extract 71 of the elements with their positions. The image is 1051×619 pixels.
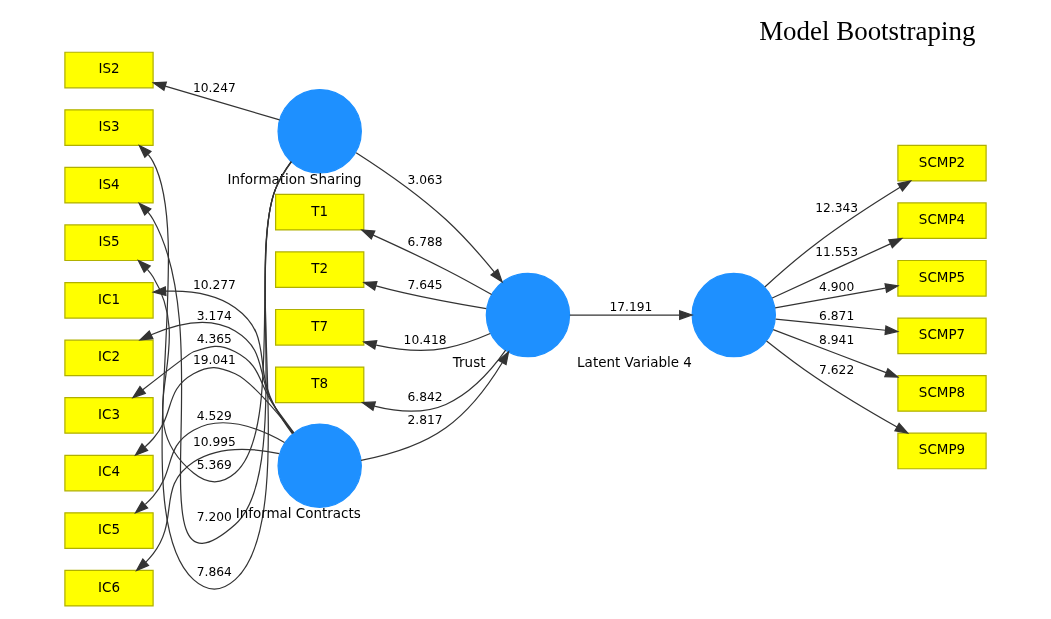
edge-label: 8.941 bbox=[819, 333, 855, 348]
edge-label: 4.529 bbox=[196, 409, 232, 424]
edge-label: 7.622 bbox=[819, 362, 855, 377]
arrow bbox=[360, 349, 507, 412]
edge-label: 10.277 bbox=[192, 278, 236, 293]
node-box: SCMP5 bbox=[897, 259, 987, 297]
node-box: SCMP8 bbox=[897, 375, 987, 412]
edge-label: 6.871 bbox=[819, 308, 855, 323]
edge-label: 7.645 bbox=[407, 278, 443, 293]
arrow bbox=[765, 340, 910, 434]
node-box: IS4 bbox=[64, 166, 154, 204]
node-box: T1 bbox=[275, 193, 365, 231]
arrow bbox=[360, 229, 493, 296]
arrow bbox=[138, 321, 294, 435]
arrow bbox=[775, 318, 900, 336]
edge-label: 4.365 bbox=[196, 332, 232, 347]
arrow bbox=[151, 81, 281, 121]
node-box: IC4 bbox=[64, 454, 154, 492]
arrow bbox=[362, 332, 491, 351]
edge-label: 10.247 bbox=[192, 81, 236, 96]
edge-label: 10.995 bbox=[192, 435, 236, 450]
node-circle bbox=[277, 89, 362, 174]
diagram-title: Model Bootstraping bbox=[759, 15, 976, 46]
node-circle bbox=[691, 272, 776, 358]
node-box: IS3 bbox=[64, 109, 154, 146]
edge-label: 17.191 bbox=[609, 300, 653, 315]
node-box: T2 bbox=[275, 251, 365, 289]
arrow bbox=[151, 286, 294, 435]
arrow bbox=[355, 152, 504, 284]
node-circle bbox=[277, 423, 362, 508]
node-box: SCMP9 bbox=[897, 432, 987, 470]
node-label: Latent Variable 4 bbox=[577, 354, 692, 371]
node-circle bbox=[485, 272, 571, 358]
node-box: IC3 bbox=[64, 397, 154, 434]
edge-label: 5.369 bbox=[196, 458, 232, 473]
edge-label: 6.842 bbox=[407, 389, 443, 404]
node-box: T8 bbox=[275, 366, 365, 404]
arrow bbox=[774, 283, 900, 309]
arrow bbox=[772, 328, 900, 378]
node-box: IS5 bbox=[64, 224, 154, 262]
edge-label: 2.817 bbox=[407, 413, 443, 428]
edge-label: 4.900 bbox=[819, 279, 855, 294]
node-label: Trust bbox=[452, 354, 486, 371]
node-box: IC2 bbox=[64, 339, 154, 377]
arrow bbox=[362, 281, 487, 310]
node-box: SCMP4 bbox=[897, 202, 987, 240]
edge-label: 10.418 bbox=[403, 333, 447, 348]
arrow bbox=[360, 350, 510, 461]
arrow bbox=[134, 367, 295, 457]
node-box: SCMP2 bbox=[897, 144, 987, 182]
edge-label: 11.553 bbox=[815, 245, 859, 260]
edge-label: 3.063 bbox=[407, 172, 443, 187]
arrow bbox=[134, 422, 286, 514]
arrow bbox=[135, 448, 280, 572]
node-box: IC6 bbox=[64, 569, 154, 607]
node-box: IS2 bbox=[64, 51, 154, 89]
arrow bbox=[569, 309, 694, 321]
edge-label: 6.788 bbox=[407, 235, 443, 250]
arrow bbox=[764, 179, 913, 288]
arrow bbox=[771, 237, 904, 299]
node-box: SCMP7 bbox=[897, 317, 987, 355]
edge-label: 7.200 bbox=[196, 509, 232, 524]
arrow bbox=[137, 161, 292, 483]
edge-label: 19.041 bbox=[192, 353, 236, 368]
node-box: T7 bbox=[275, 308, 365, 346]
arrow bbox=[131, 345, 295, 434]
edge-label: 3.174 bbox=[196, 308, 232, 323]
node-box: IC1 bbox=[64, 281, 154, 319]
edge-label: 12.343 bbox=[815, 201, 859, 216]
edge-label: 7.864 bbox=[196, 564, 232, 579]
node-box: IC5 bbox=[64, 512, 154, 549]
